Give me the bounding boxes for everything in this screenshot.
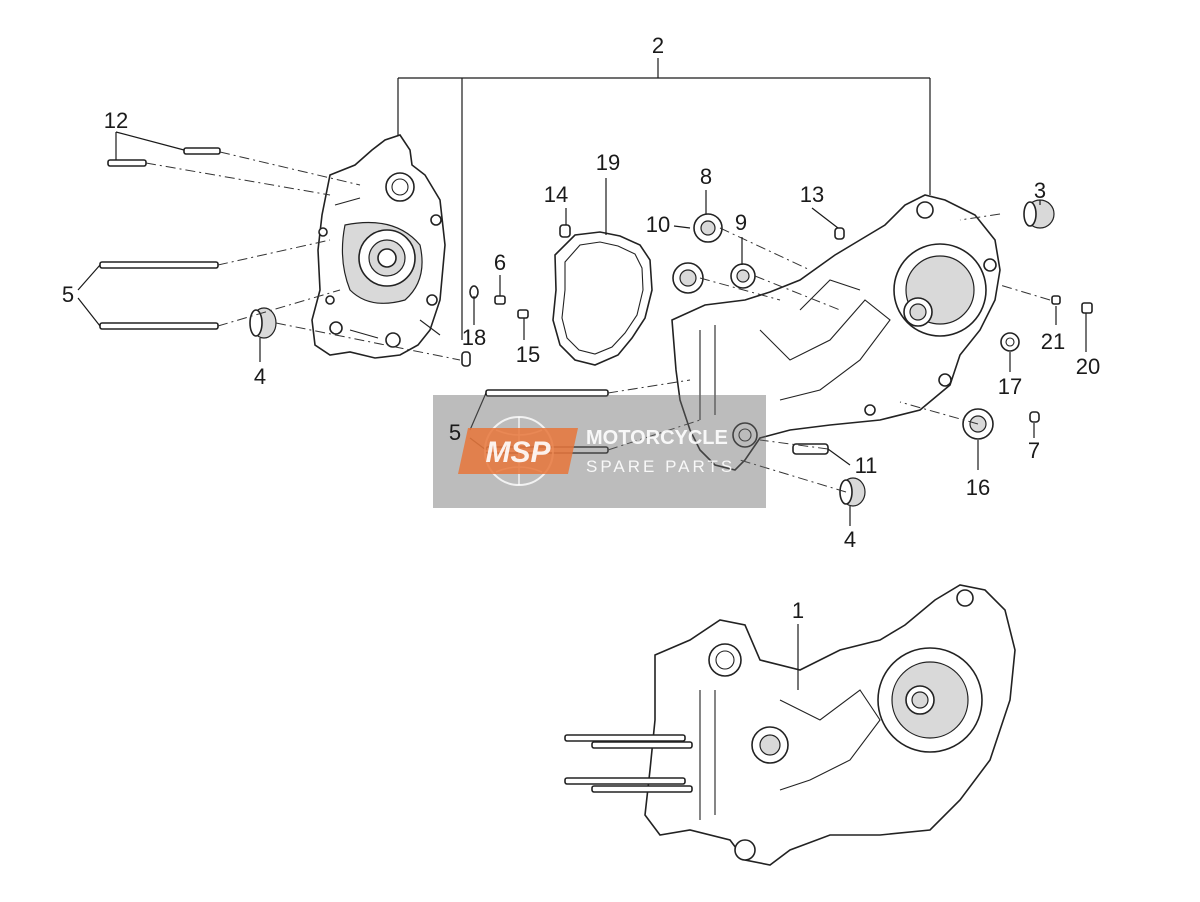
callout-6: 6 [494,250,506,275]
bush-4-right [839,477,866,507]
callout-14: 14 [544,182,568,207]
callout-8: 8 [700,164,712,189]
assembly-bracket-2 [397,58,931,340]
watermark-logo-text: MSP [485,436,551,469]
watermark: MSP MOTORCYCLE SPARE PARTS [433,395,766,508]
callout-15: 15 [516,342,540,367]
callout-17: 17 [998,374,1022,399]
watermark-line2: SPARE PARTS [586,457,735,476]
assembly-lines [145,151,1051,493]
assembled-crankcase [564,584,1016,866]
callout-9: 9 [735,210,747,235]
right-crankcase-half [671,194,1001,471]
small-parts [461,224,1093,455]
bush-4-left [249,307,277,339]
callout-13: 13 [800,182,824,207]
watermark-line1: MOTORCYCLE [586,427,728,449]
bearing-9 [730,263,756,289]
callout-5-left: 5 [62,282,74,307]
callout-4-right: 4 [844,527,856,552]
leader-lines [77,131,1087,690]
callout-16: 16 [966,475,990,500]
gasket [552,231,653,366]
callout-5-right: 5 [449,420,461,445]
callout-18: 18 [462,325,486,350]
callout-19: 19 [596,150,620,175]
callout-11: 11 [855,453,878,478]
callout-labels: 1 2 3 4 4 5 5 6 7 8 9 10 11 12 13 14 15 … [62,33,1100,623]
callout-2: 2 [652,33,664,58]
callout-7: 7 [1028,438,1040,463]
callout-4-left: 4 [254,364,266,389]
callout-20: 20 [1076,354,1100,379]
studs-left [99,261,219,330]
left-crankcase-half [311,134,446,359]
bearing-10 [672,262,704,294]
bush-3 [1023,199,1055,229]
bolts-12 [107,147,221,167]
callout-1: 1 [792,598,804,623]
bearing-8 [693,213,723,243]
callout-21: 21 [1041,329,1065,354]
callout-3: 3 [1034,178,1046,203]
callout-10: 10 [646,212,670,237]
callout-12: 12 [104,108,128,133]
washer-17 [1000,332,1020,352]
